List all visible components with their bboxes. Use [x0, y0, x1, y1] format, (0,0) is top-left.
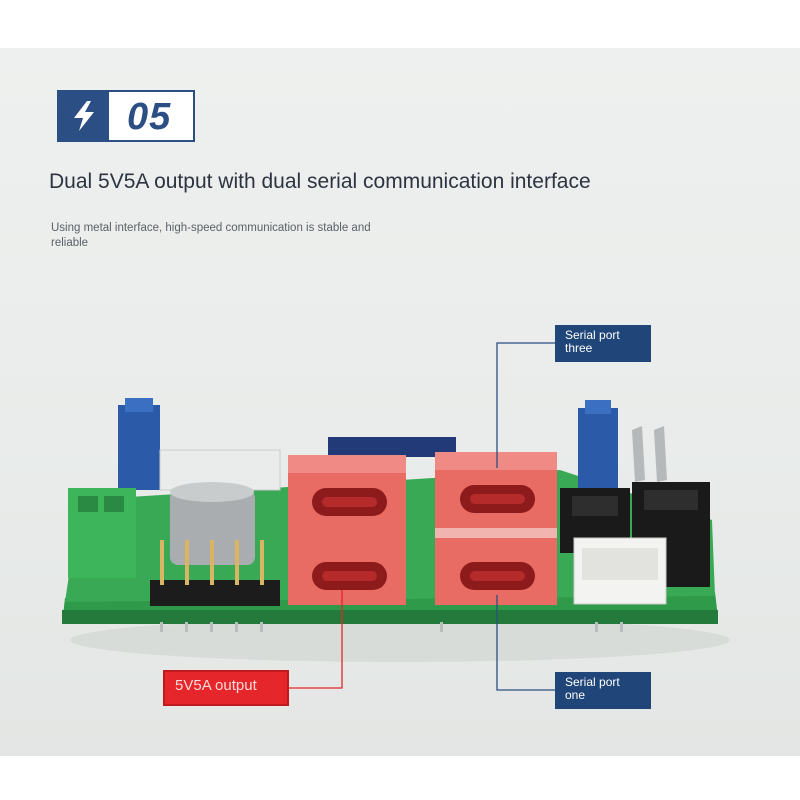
pot-left	[118, 405, 160, 490]
back-header	[328, 437, 456, 457]
under-pins	[160, 622, 623, 632]
callout-line-red	[288, 590, 343, 689]
capacitor	[170, 490, 255, 565]
callout-serial-port-three: Serial port three	[555, 325, 651, 362]
pot-right	[578, 408, 618, 488]
callout-lines	[496, 342, 555, 691]
lightning-bolt-icon	[74, 101, 94, 131]
subtext: Using metal interface, high-speed commun…	[51, 222, 371, 249]
callout-serial-port-one: Serial port one	[555, 672, 651, 709]
section-number: 05	[127, 96, 172, 138]
pcb-edge	[62, 610, 718, 624]
callout-5v5a-output: 5V5A output	[163, 670, 289, 706]
section-badge: 05	[57, 90, 195, 142]
usb-housing-left	[288, 455, 406, 605]
pin-header-left	[150, 580, 280, 606]
badge-icon-box	[59, 92, 109, 140]
headline: Dual 5V5A output with dual serial commun…	[49, 170, 591, 193]
usb-housing-right	[435, 452, 557, 605]
board-shadow	[70, 618, 730, 662]
